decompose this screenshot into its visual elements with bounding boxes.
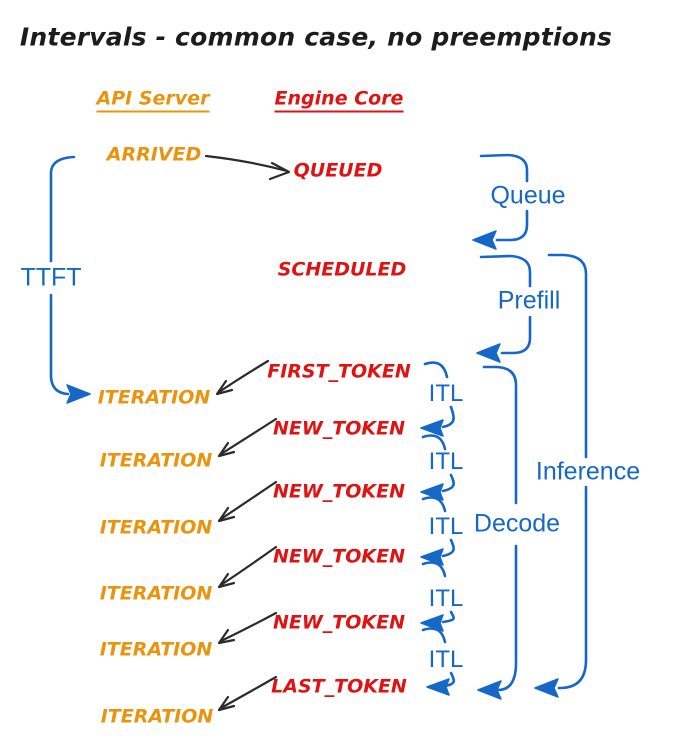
ttft-bracket xyxy=(49,155,91,404)
interval-label-queue: Queue xyxy=(490,181,566,210)
interval-label-ttft: TTFT xyxy=(20,263,82,292)
arrow-firsttoken-to-iteration-1 xyxy=(215,359,270,396)
arrow-newtoken3-to-iteration-4 xyxy=(217,545,278,589)
itl-bracket-4 xyxy=(420,561,455,632)
prefill-arrowhead-icon xyxy=(476,343,501,363)
arrow-newtoken1-to-iteration-2 xyxy=(217,417,278,458)
prefill-bracket-bottom xyxy=(500,315,532,355)
queue-arrowhead-icon xyxy=(472,230,497,250)
prefill-bracket xyxy=(476,254,532,363)
arrow-head-icon xyxy=(268,161,291,181)
event-iteration-3: ITERATION xyxy=(99,516,213,539)
arrow-line xyxy=(219,417,278,456)
inference-bracket xyxy=(534,253,588,698)
itl-5-arc xyxy=(421,627,447,644)
decode-arrowhead-icon xyxy=(477,680,502,700)
itl-4-hook xyxy=(441,610,455,624)
itl-3-hook xyxy=(441,538,455,558)
interval-label-prefill: Prefill xyxy=(497,286,561,315)
arrow-lasttoken-to-iteration-6 xyxy=(217,675,278,712)
itl-2-arc xyxy=(421,434,447,451)
arrow-head-icon xyxy=(217,441,236,458)
event-new-token-1: NEW_TOKEN xyxy=(272,417,406,440)
event-new-token-3: NEW_TOKEN xyxy=(272,545,406,568)
queue-bracket-top xyxy=(479,153,529,183)
itl-4-arc xyxy=(421,561,447,578)
arrow-newtoken4-to-iteration-5 xyxy=(217,611,278,645)
itl-bracket-1 xyxy=(420,361,455,437)
itl-1-hook xyxy=(441,405,455,429)
interval-label-itl-4: ITL xyxy=(428,585,464,612)
event-scheduled: SCHEDULED xyxy=(277,258,407,281)
queue-bracket xyxy=(472,153,529,250)
event-iteration-6: ITERATION xyxy=(100,705,214,728)
decode-bracket xyxy=(477,365,518,700)
queue-bracket-bottom xyxy=(495,209,529,242)
decode-bracket-top xyxy=(482,365,518,505)
arrow-head-icon xyxy=(215,379,234,396)
prefill-bracket-top xyxy=(479,254,532,288)
arrow-head-icon xyxy=(217,628,236,645)
inference-bracket-bottom xyxy=(557,485,588,690)
interval-label-itl-5: ITL xyxy=(428,646,464,673)
column-header-api-server: API Server xyxy=(96,89,210,113)
arrow-head-icon xyxy=(217,506,236,523)
event-queued: QUEUED xyxy=(293,159,383,182)
event-iteration-4: ITERATION xyxy=(99,582,213,605)
itl-3-arc xyxy=(421,496,447,513)
page-title: Intervals - common case, no preemptions xyxy=(19,22,613,52)
ttft-bracket-bottom xyxy=(49,293,70,396)
arrow-line xyxy=(204,154,289,173)
arrow-head-icon xyxy=(217,695,236,712)
itl-1-arc xyxy=(423,361,449,379)
interval-label-inference: Inference xyxy=(535,457,641,486)
ttft-bracket-top xyxy=(49,155,76,263)
interval-label-decode: Decode xyxy=(473,509,561,538)
itl-5-arrowhead-icon xyxy=(426,678,450,696)
event-new-token-4: NEW_TOKEN xyxy=(272,611,406,634)
arrow-line xyxy=(219,545,278,587)
itl-bracket-5 xyxy=(421,627,456,696)
column-header-engine-core: Engine Core xyxy=(274,89,404,113)
event-arrived: ARRIVED xyxy=(106,143,202,166)
arrow-newtoken2-to-iteration-3 xyxy=(217,480,278,523)
itl-2-hook xyxy=(441,473,455,493)
arrow-line xyxy=(219,611,278,643)
event-iteration-1: ITERATION xyxy=(97,386,211,409)
arrow-arrived-to-queued xyxy=(204,154,291,181)
arrow-line xyxy=(217,359,270,394)
itl-bracket-2 xyxy=(420,434,455,501)
event-first-token: FIRST_TOKEN xyxy=(267,360,411,383)
decode-bracket-bottom xyxy=(496,544,518,692)
itl-1-arrowhead-icon xyxy=(420,419,444,437)
event-new-token-2: NEW_TOKEN xyxy=(272,480,406,503)
inference-bracket-top xyxy=(547,253,588,459)
itl-bracket-3 xyxy=(420,496,455,566)
ttft-arrowhead-icon xyxy=(66,384,91,404)
event-last-token: LAST_TOKEN xyxy=(271,675,407,698)
inference-arrowhead-icon xyxy=(534,678,559,698)
arrow-line xyxy=(219,675,278,710)
event-iteration-2: ITERATION xyxy=(99,449,213,472)
arrow-line xyxy=(219,480,278,521)
arrow-head-icon xyxy=(217,572,236,589)
itl-5-hook xyxy=(443,671,456,688)
interval-label-itl-2: ITL xyxy=(428,448,464,475)
interval-label-itl-3: ITL xyxy=(428,513,464,540)
event-iteration-5: ITERATION xyxy=(99,638,213,661)
interval-label-itl-1: ITL xyxy=(428,380,464,407)
